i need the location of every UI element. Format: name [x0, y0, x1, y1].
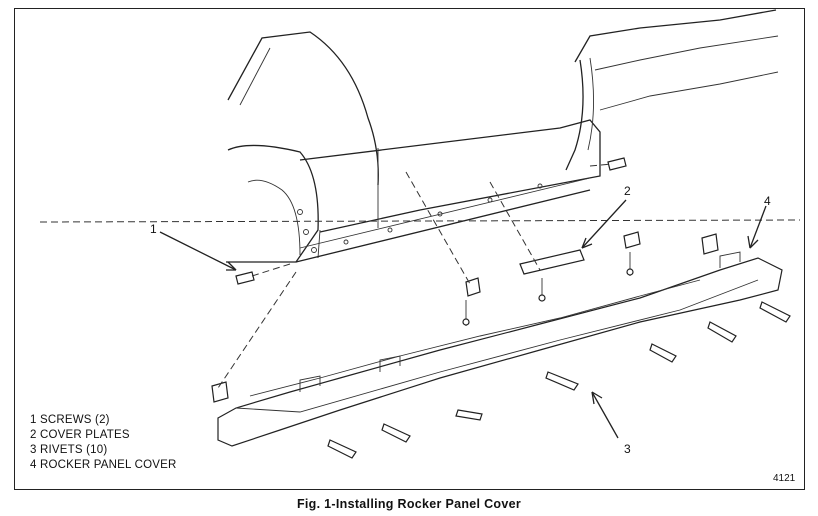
legend-item-rocker-panel-cover: 4 ROCKER PANEL COVER	[30, 459, 177, 471]
callout-2: 2	[624, 184, 631, 198]
cover-plates	[211, 231, 719, 403]
figure-caption: Fig. 1-Installing Rocker Panel Cover	[296, 497, 522, 511]
callout-leaders	[159, 199, 767, 439]
parts-legend: 1 SCREWS (2) 2 COVER PLATES 3 RIVETS (10…	[30, 413, 177, 473]
rivets	[327, 252, 791, 459]
screw	[235, 271, 255, 285]
vehicle-body	[226, 9, 779, 263]
figure-frame	[14, 8, 805, 490]
legend-item-rivets: 3 RIVETS (10)	[30, 444, 108, 456]
legend-item-screws: 1 SCREWS (2)	[30, 414, 110, 426]
callout-3: 3	[624, 442, 631, 456]
rocker-panel-cover	[217, 251, 783, 447]
legend-item-cover-plates: 2 COVER PLATES	[30, 429, 130, 441]
callout-1: 1	[150, 222, 157, 236]
center-line	[39, 219, 801, 223]
callout-4: 4	[764, 194, 771, 208]
figure-number: 4121	[773, 473, 796, 484]
installation-paths	[217, 163, 613, 389]
